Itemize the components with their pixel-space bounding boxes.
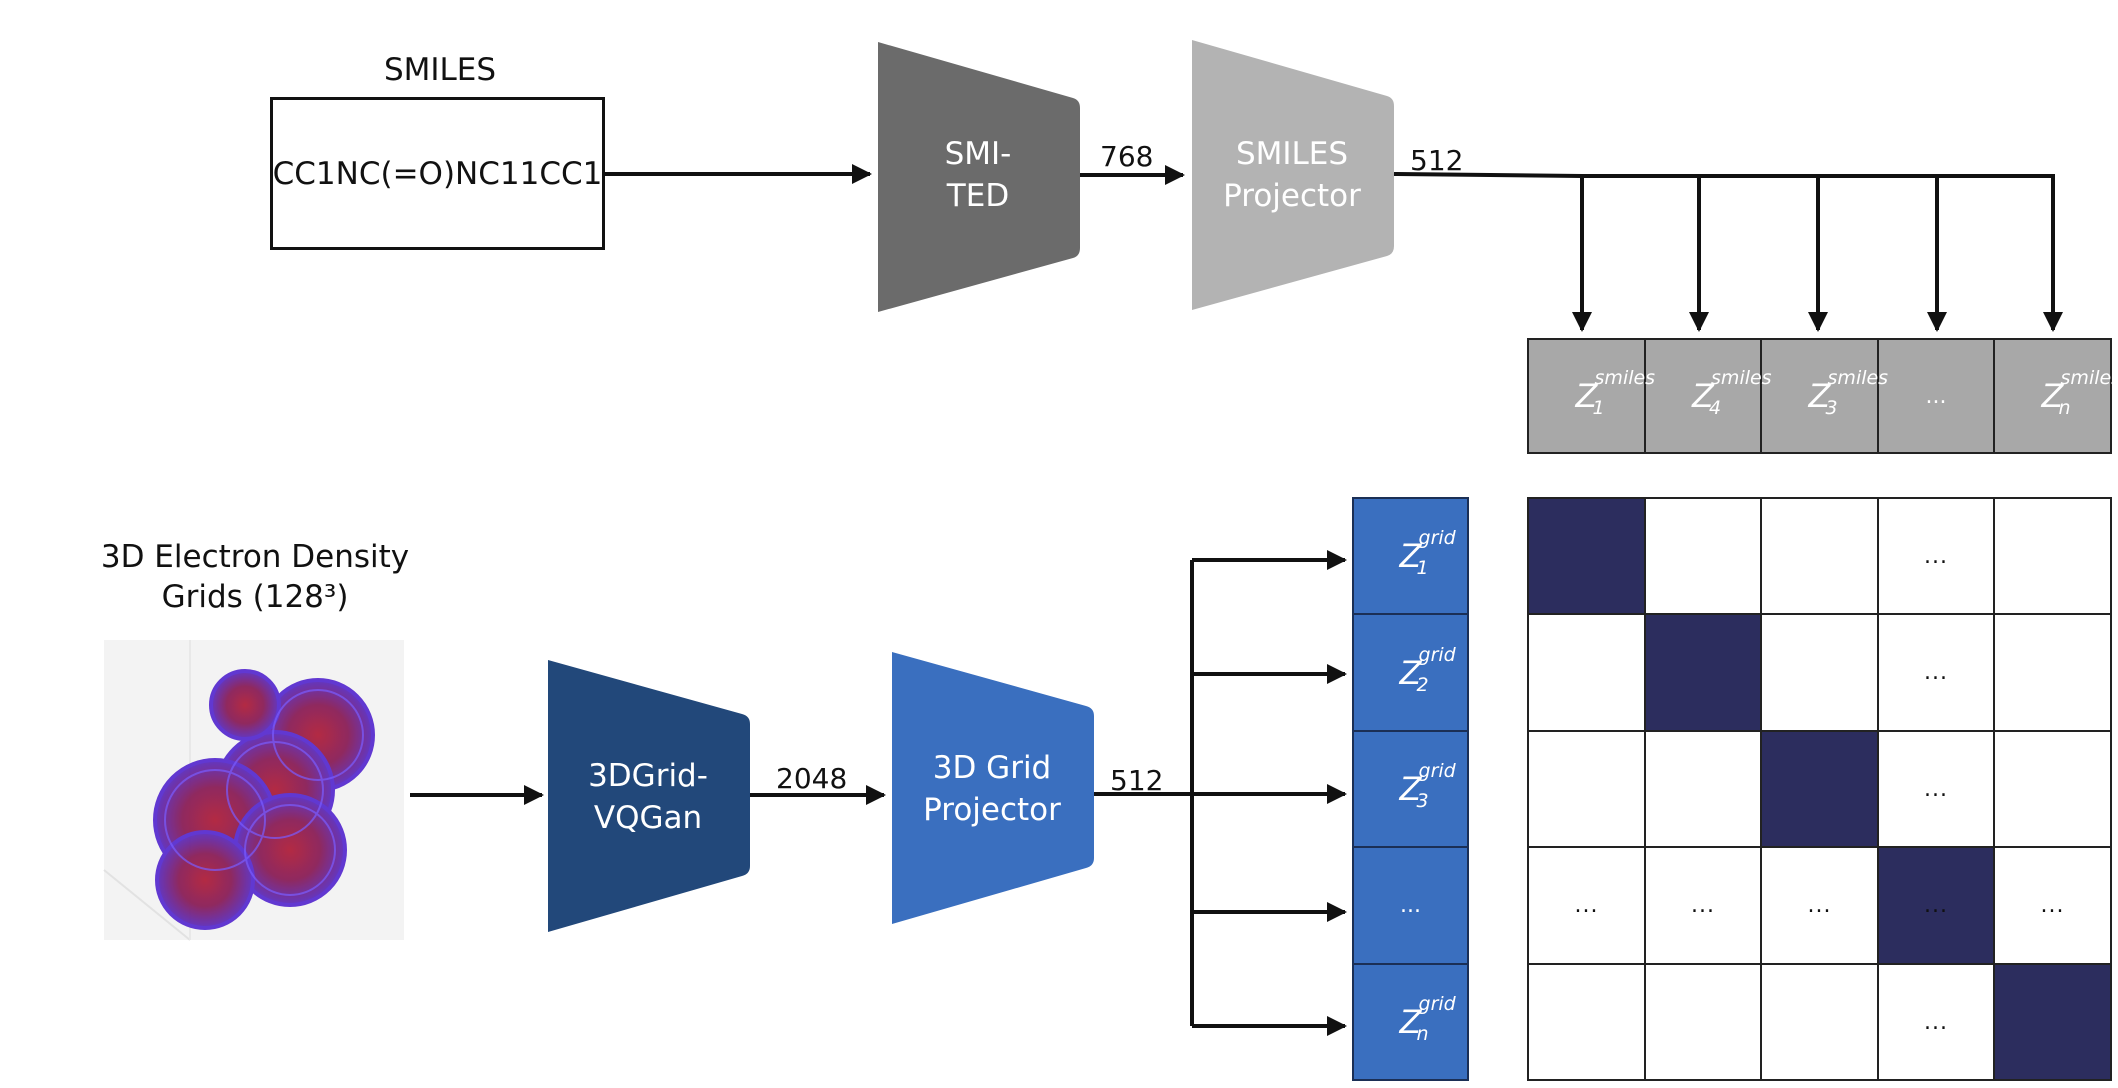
matrix-ellipsis: ... (1691, 893, 1715, 918)
matrix-ellipsis: ... (1807, 893, 1832, 918)
smiles-fanout-line (1393, 172, 2055, 178)
matrix-ellipsis: ... (1924, 660, 1948, 685)
smiles-input-box: CC1NC(=O)NC11CC1 (270, 97, 605, 250)
density-title-line2: Grids (128³) (161, 579, 349, 615)
smi-ted-line2: TED (946, 178, 1010, 214)
dim-label-768: 768 (1100, 140, 1154, 173)
grid-projector-block (892, 652, 1094, 924)
dim-label-grid-512: 512 (1110, 764, 1164, 797)
matrix-ellipsis: ... (2040, 893, 2065, 918)
smi-ted-line1: SMI- (944, 136, 1012, 172)
matrix-ellipsis: ... (1924, 1009, 1948, 1035)
smiles-fanout-arrows (1572, 176, 2063, 332)
smiles-input-string: CC1NC(=O)NC11CC1 (272, 155, 603, 192)
density-title-line1: 3D Electron Density (100, 539, 410, 575)
matrix-ellipsis: ... (1924, 776, 1948, 802)
matrix-ellipsis: ... (1574, 893, 1599, 918)
grid-projector-line2: Projector (923, 792, 1061, 828)
matrix-ellipsis-diagonal: ... (1924, 893, 1948, 918)
grid-embedding-cell-ellipsis: ... (1400, 893, 1421, 918)
grid-embedding-column (1352, 497, 1469, 1081)
smiles-projector-line2: Projector (1223, 178, 1361, 214)
matrix-ellipsis: ... (1924, 543, 1948, 569)
smiles-embedding-row (1527, 338, 2112, 454)
similarity-matrix-diagonal (1527, 497, 2112, 1081)
grid-projector-line1: 3D Grid (932, 750, 1052, 786)
electron-density-image (103, 640, 404, 941)
smi-ted-label: SMI- TED (878, 130, 1078, 220)
grid-projector-label: 3D Grid Projector (892, 744, 1092, 834)
smi-ted-block (878, 42, 1080, 312)
grid-fanout-arrows (1192, 550, 1347, 1036)
smiles-title: SMILES (383, 52, 497, 88)
smiles-projector-line1: SMILES (1235, 136, 1349, 172)
vqgan-line1: 3DGrid- (588, 758, 708, 794)
density-title: 3D Electron Density Grids (128³) (95, 537, 415, 617)
vqgan-block (548, 660, 750, 932)
vqgan-label: 3DGrid- VQGan (548, 752, 748, 842)
vqgan-line2: VQGan (593, 800, 703, 836)
smiles-projector-label: SMILES Projector (1192, 130, 1392, 220)
dim-label-2048: 2048 (776, 762, 848, 795)
smiles-projector-block (1192, 40, 1394, 310)
dim-label-smiles-512: 512 (1410, 144, 1464, 177)
smiles-embedding-cell-ellipsis: ... (1925, 383, 1947, 409)
